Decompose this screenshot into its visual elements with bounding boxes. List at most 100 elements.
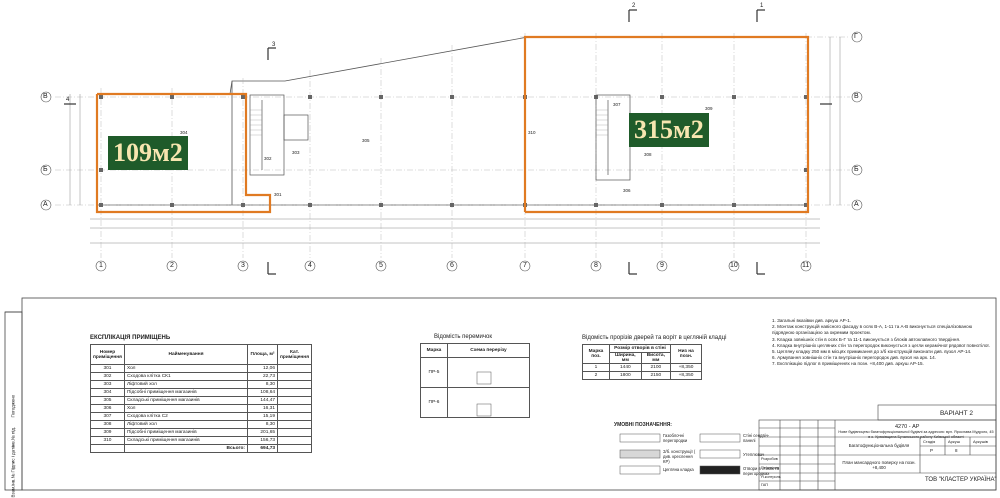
room-307: 307 [613, 102, 621, 107]
axis-letter-right-v: В [854, 93, 859, 100]
room-category-cell [277, 412, 312, 421]
title-block-grid [758, 404, 997, 491]
sheets-header: Аркушів [973, 439, 988, 444]
room-area-cell: 108,64 [247, 388, 279, 397]
room-301: 301 [274, 192, 282, 197]
col-header: Марка поз. [582, 344, 610, 364]
legend-swatches [619, 433, 741, 475]
sheet-header: Аркуш [948, 439, 960, 444]
col-header: Номер приміщення [90, 344, 125, 365]
opening-width: 1800 [609, 371, 642, 380]
room-area-cell: 201,65 [247, 428, 279, 437]
axis-letter-left-a: А [43, 201, 48, 208]
role-label: Перевірив [761, 466, 780, 470]
legend-title: УМОВНІ ПОЗНАЧЕННЯ: [614, 422, 672, 428]
axis-letter-right-b: Б [854, 166, 859, 173]
room-category-cell [277, 404, 312, 413]
room-name-cell: Ліфтовий хол [123, 380, 249, 389]
room-number-cell: 310 [90, 436, 125, 445]
sheet-frame [4, 297, 997, 491]
room-number-cell: 301 [90, 364, 125, 373]
highlighted-areas [95, 35, 810, 214]
room-number-cell: 308 [90, 420, 125, 429]
room-name-cell: Складські приміщення магазинів [123, 396, 249, 405]
axis-label-10: 10 [730, 262, 738, 269]
openings-title: Відомість прорізів дверей та воріт в цег… [582, 335, 727, 341]
note-line: 7. Експлікацію підлог в приміщеннях на п… [772, 361, 924, 367]
project-name: Нове будівництво багатофункціональної бу… [838, 430, 994, 439]
col-subheader: Ширина, мм [609, 352, 642, 364]
axis-label-9: 9 [660, 262, 664, 269]
axis-label-2: 2 [170, 262, 174, 269]
table-total-row: Всього: 694,73 [90, 444, 312, 453]
col-subheader: Висота, мм [640, 352, 672, 364]
note-line: 3. Кладка зовнішніх стін в осях Б-Г та 1… [772, 336, 961, 342]
table-header-row: Номер приміщення Найменування Площа, м² … [90, 344, 312, 365]
general-notes: 1. Загальні вказівки див. аркуш АР-1. 2.… [772, 318, 992, 368]
table-header-row: Марка поз. Розмір отворів в стіні Низ на… [582, 344, 702, 364]
table-row: ПР-6 [420, 387, 530, 418]
role-label: Розробив [761, 457, 778, 461]
sheet-title: План мансардного поверху на позн. +8,400 [842, 460, 916, 470]
room-area-cell: 8,30 [247, 380, 279, 389]
stage-header: Стадія [923, 439, 936, 444]
axis-letter-left-v: В [43, 93, 48, 100]
room-304: 304 [180, 130, 188, 135]
table-row: ПР-5 [420, 357, 530, 388]
partitions-title: Відомість перемичок [434, 334, 492, 340]
axis-label-8: 8 [594, 262, 598, 269]
room-category-cell [277, 436, 312, 445]
company-name: ТОВ "КЛАСТЕР УКРАЇНА" [925, 477, 997, 483]
legend-item: Стіні сендвіч-панелі [743, 433, 770, 443]
room-number-cell: 305 [90, 396, 125, 405]
explication-table: Номер приміщення Найменування Площа, м² … [90, 344, 312, 453]
object-name: Багатофункціональна будівля [848, 443, 910, 448]
axis-label-4: 4 [308, 262, 312, 269]
room-305: 305 [362, 138, 370, 143]
room-310: 310 [528, 130, 536, 135]
room-number-cell: 304 [90, 388, 125, 397]
axis-label-6: 6 [450, 262, 454, 269]
dimension-lines [69, 37, 841, 244]
room-308: 308 [644, 152, 652, 157]
room-area-cell: 156,73 [247, 436, 279, 445]
axis-label-11: 11 [802, 262, 810, 269]
room-name-cell: Хол [123, 404, 249, 413]
room-area-cell: 144,47 [247, 396, 279, 405]
room-302: 302 [264, 156, 272, 161]
room-category-cell [277, 380, 312, 389]
note-line: 4. Кладка внутрішніх цегляних стін та пе… [772, 342, 990, 348]
col-header: Марка [420, 343, 448, 358]
room-category-cell [277, 372, 312, 381]
note-line: 2. Монтаж конструкцій навісного фасаду в… [772, 324, 973, 336]
table-row: 1 1440 2100 +8,350 [582, 363, 702, 372]
room-number-cell: 306 [90, 404, 125, 413]
room-area-cell: 22,73 [247, 372, 279, 381]
opening-level: +8,350 [670, 363, 702, 372]
opening-height: 2150 [640, 371, 672, 380]
total-value: 694,73 [247, 444, 279, 453]
table-row: 2 1800 2150 +8,350 [582, 371, 702, 380]
section-mark-4: 4 [66, 97, 70, 103]
opening-mark: 2 [582, 371, 610, 380]
col-header: Схема перерізу [447, 343, 530, 358]
room-area-cell: 8,30 [247, 420, 279, 429]
room-name-cell: Хол [123, 364, 249, 373]
axis-letter-left-b: Б [43, 166, 48, 173]
room-area-cell: 12,06 [247, 364, 279, 373]
openings-table: Марка поз. Розмір отворів в стіні Низ на… [582, 344, 702, 380]
col-header: Найменування [123, 344, 249, 365]
axis-letter-right-g: Г [854, 33, 858, 40]
section-mark-1: 1 [760, 3, 764, 9]
partition-mark: ПР-6 [420, 387, 448, 418]
axis-bubbles [40, 31, 863, 272]
